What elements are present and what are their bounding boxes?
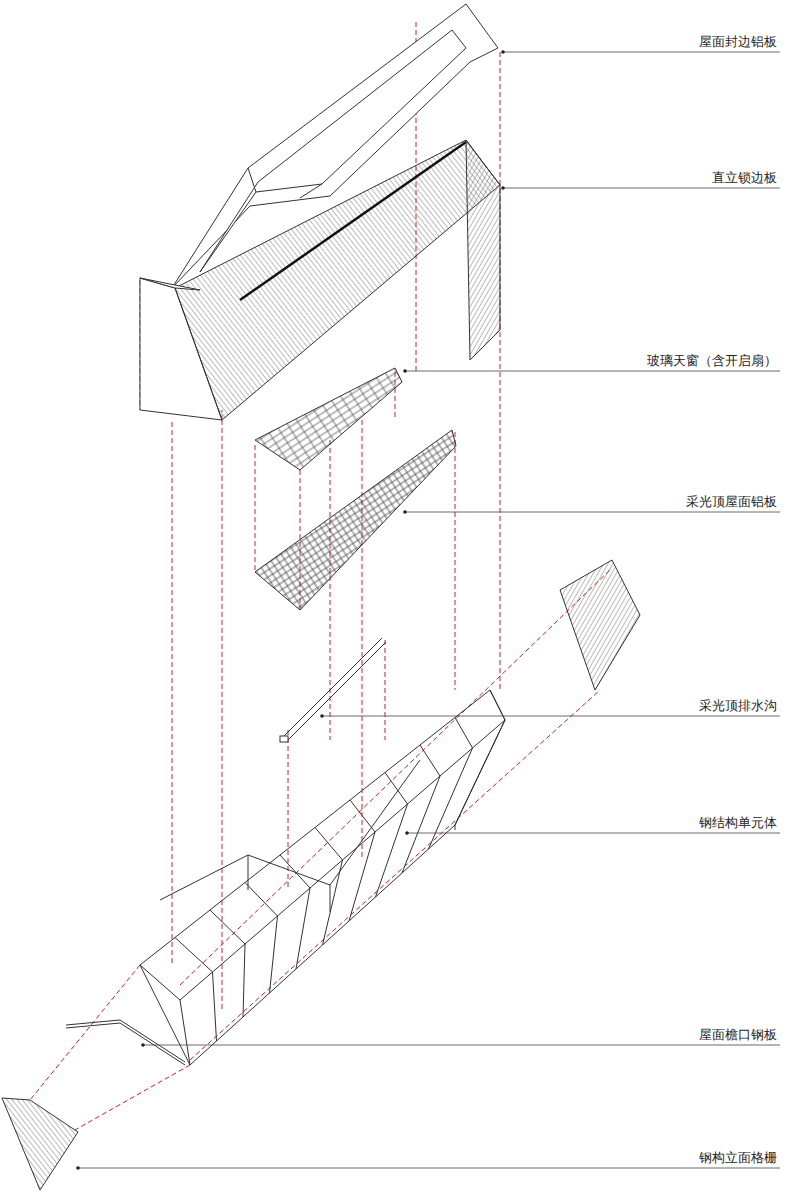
truss-member (280, 855, 310, 888)
truss-member (210, 910, 245, 944)
eave-plate (66, 1020, 185, 1065)
leader-lines (78, 52, 780, 1168)
truss-member (213, 972, 217, 1041)
truss-member (349, 832, 375, 921)
truss-member (455, 720, 505, 825)
steel-structure (140, 690, 505, 1065)
truss-member (175, 938, 213, 973)
part-label: 屋面檐口钢板 (698, 1027, 778, 1043)
truss-member (455, 718, 473, 749)
leader-dots (76, 50, 505, 1170)
facade-grille (2, 560, 640, 1190)
glass-skylight (255, 368, 402, 470)
part-label: 采光顶屋面铝板 (685, 494, 778, 510)
truss-member (350, 800, 375, 832)
truss-member (270, 916, 278, 993)
part-label: 钢结构单元体 (698, 815, 778, 831)
truss-member (420, 745, 440, 776)
truss-member (490, 690, 505, 720)
part-label: 直立锁边板 (711, 170, 778, 186)
truss-member (385, 773, 408, 805)
truss-member (245, 883, 278, 917)
truss-member (402, 776, 440, 873)
truss-member (140, 965, 180, 1000)
skylight-panels (255, 430, 456, 610)
part-label: 采光顶排水沟 (698, 698, 778, 714)
truss-member (429, 748, 473, 849)
truss-member (180, 1000, 190, 1065)
skylight-gutter (280, 638, 386, 742)
truss-member (243, 944, 245, 1017)
standing-seam-roof (140, 140, 500, 420)
part-label: 钢构立面格栅 (698, 1150, 778, 1166)
truss-member (315, 828, 343, 861)
part-label: 屋面封边铝板 (698, 34, 778, 50)
truss-member (376, 804, 408, 897)
truss-member (296, 888, 310, 969)
part-label: 玻璃天窗（含开启扇） (646, 353, 778, 369)
truss-member (323, 860, 343, 945)
